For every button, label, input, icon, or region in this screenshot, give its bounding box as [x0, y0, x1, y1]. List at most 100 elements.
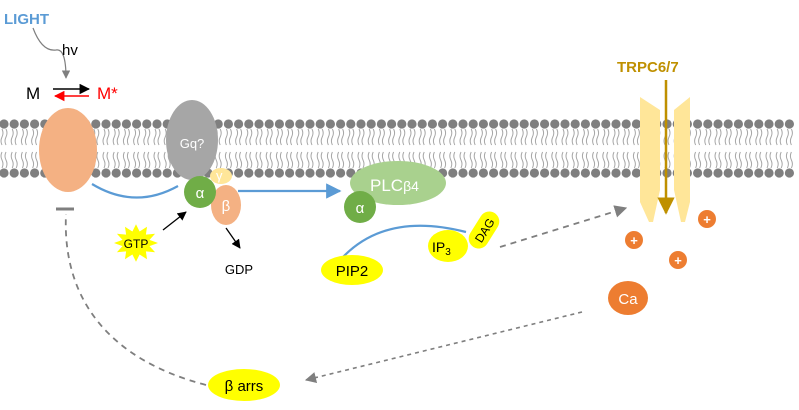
lipid-tail: [463, 151, 467, 169]
lipid-head: [244, 119, 254, 129]
lipid-tail: [602, 128, 606, 146]
lipid-tail: [341, 128, 345, 146]
lipid-tail: [616, 128, 620, 146]
lipid-tail: [255, 128, 259, 146]
lipid-tail: [530, 151, 534, 169]
lipid-head: [693, 168, 703, 178]
lipid-head: [132, 119, 142, 129]
lipid-head: [611, 168, 621, 178]
lipid-head: [305, 168, 315, 178]
lipid-tail: [565, 128, 569, 146]
lipid-tail: [300, 128, 304, 146]
lipid-tail: [534, 151, 538, 169]
lipid-tail: [4, 128, 8, 146]
lipid-head: [336, 119, 346, 129]
ca-ion-large: [608, 281, 648, 315]
trpc-label: TRPC6/7: [617, 59, 679, 76]
lipid-tail: [133, 151, 137, 169]
beta-arrestin-blob: [208, 369, 280, 401]
lipid-tail: [126, 151, 130, 169]
lipid-tail: [755, 151, 759, 169]
lipid-tail: [734, 151, 738, 169]
lipid-tail: [320, 128, 324, 146]
lipid-tail: [545, 128, 549, 146]
lipid-head: [489, 168, 499, 178]
lipid-tail: [453, 151, 457, 169]
lipid-tail: [479, 151, 483, 169]
pip2-blob: [321, 255, 383, 285]
lipid-tail: [585, 128, 589, 146]
lipid-tail: [408, 128, 412, 146]
lipid-tail: [337, 128, 341, 146]
pip2-label: PIP2: [336, 263, 369, 280]
lipid-head: [29, 168, 40, 178]
lipid-tail: [392, 128, 396, 146]
lipid-tail: [626, 151, 630, 169]
lipid-head: [550, 119, 560, 129]
lipid-head: [580, 119, 591, 129]
lipid-tail: [728, 151, 732, 169]
lipid-head: [723, 119, 733, 129]
lipid-head: [733, 119, 744, 129]
lipid-head: [591, 168, 601, 178]
lipid-head: [336, 168, 346, 178]
lipid-tail: [555, 128, 559, 146]
beta-arrs-label: β arrs: [225, 378, 264, 395]
lipid-tail: [500, 151, 504, 169]
lipid-tail: [439, 151, 443, 169]
lipid-tail: [0, 151, 4, 169]
lipid-tail: [571, 128, 575, 146]
lipid-head: [744, 119, 754, 129]
lipid-tail: [357, 151, 361, 169]
lipid-tail: [163, 128, 167, 146]
lipid-head: [101, 119, 111, 129]
gdp-arrow: [225, 227, 241, 249]
lipid-tail: [759, 151, 763, 169]
lipid-head: [234, 119, 244, 129]
lipid-tail: [371, 128, 375, 146]
lipid-tail: [765, 128, 769, 146]
lipid-tail: [698, 151, 702, 169]
lipid-head: [152, 119, 162, 129]
lipid-tail: [469, 128, 473, 146]
lipid-head: [754, 168, 764, 178]
lipid-tail: [469, 151, 473, 169]
lipid-tail: [351, 151, 355, 169]
lipid-head: [784, 168, 795, 178]
lipid-tail: [520, 151, 524, 169]
gq-subunit: [166, 100, 218, 180]
lipid-head: [774, 168, 784, 178]
lipid-tail: [402, 128, 406, 146]
lipid-head: [101, 168, 111, 178]
lipid-head: [478, 168, 488, 178]
lipid-tail: [388, 128, 392, 146]
gtp-starburst: [114, 224, 158, 262]
lipid-tail: [745, 151, 749, 169]
lipid-tail: [432, 151, 436, 169]
lipid-tail: [490, 151, 494, 169]
lipid-tail: [494, 128, 498, 146]
lipid-tail: [749, 128, 753, 146]
lipid-tail: [106, 151, 110, 169]
lipid-tail: [616, 151, 620, 169]
lipid-tail: [290, 151, 294, 169]
lipid-tail: [224, 151, 228, 169]
lipid-tail: [775, 151, 779, 169]
lipid-head: [244, 168, 254, 178]
lipid-tail: [443, 151, 447, 169]
lipid-head: [478, 119, 488, 129]
ip3-label: IP3: [432, 239, 451, 258]
lipid-tail: [122, 151, 126, 169]
m-label: M: [26, 84, 40, 103]
lipid-tail: [296, 151, 300, 169]
beta-label: β: [222, 198, 231, 215]
lipid-head: [774, 119, 784, 129]
lipid-tail: [306, 151, 310, 169]
lipid-tail: [622, 128, 626, 146]
gtp-label: GTP: [124, 237, 149, 251]
lipid-head: [111, 119, 121, 129]
lipid-tail: [412, 128, 416, 146]
lipid-tail: [520, 128, 524, 146]
m-star-label: M*: [97, 84, 118, 103]
lipid-tail: [789, 151, 793, 169]
